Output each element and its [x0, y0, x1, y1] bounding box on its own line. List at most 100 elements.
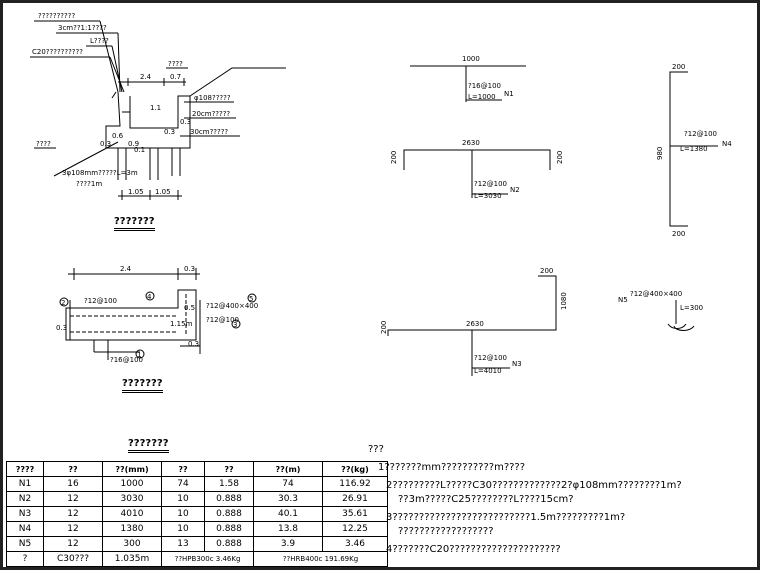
table-cell: ?	[6, 551, 44, 567]
plan-view: 2.4 0.3 ?12@100 ?12@400×400 ?12@100 ?16@…	[56, 265, 258, 364]
n4-side: 980	[656, 147, 664, 160]
n1-label: ?16@100	[468, 82, 501, 90]
note-line: 2?????????L?????C30?????????????2?φ108mm…	[386, 480, 682, 491]
col-header: ????	[6, 461, 44, 477]
n5-len: L=300	[680, 304, 703, 312]
table-cell: C30???	[43, 551, 103, 567]
table-cell: 1.58	[204, 476, 254, 492]
side-dim: 1.15m	[170, 320, 193, 328]
callout-text: L????	[90, 37, 109, 45]
table-cell: ??HPB300c 3.46Kg	[161, 551, 254, 567]
table-row: N4 12 1380 10 0.888 13.8 12.25	[6, 521, 388, 537]
n3-label: ?12@100	[474, 354, 507, 362]
table-cell: N2	[6, 491, 44, 507]
table-cell: 4010	[102, 506, 162, 522]
n3-bottom: 2630	[466, 320, 484, 328]
n4-bottom: 200	[672, 230, 685, 238]
n2-left: 200	[390, 151, 398, 164]
n1-top: 1000	[462, 55, 480, 63]
plan-title: ???????	[122, 378, 163, 393]
marker-number: 2	[61, 299, 65, 307]
n2-right: 200	[556, 151, 564, 164]
plan-label: ?12@100	[206, 316, 239, 324]
table-cell: ??HRB400c 191.69Kg	[253, 551, 388, 567]
table-cell: 12	[43, 536, 103, 552]
left-label: ????	[36, 140, 51, 148]
table-cell: 0.888	[204, 521, 254, 537]
rebar-details: 1000 ?16@100 L=1000 N1 2630 200 200 ?12@…	[380, 55, 732, 376]
n4-len: L=1380	[680, 145, 708, 153]
table-cell: 74	[161, 476, 205, 492]
table-footer-row: ? C30??? 1.035m ??HPB300c 3.46Kg ??HRB40…	[6, 551, 388, 567]
pile-label: 3φ108mm?????L=3m	[62, 169, 138, 177]
note-line: 1???????mm??????????m????	[378, 462, 526, 473]
dim-text: 2.4	[120, 265, 132, 273]
n3-side: 1080	[560, 292, 568, 310]
table-row: N5 12 300 13 0.888 3.9 3.46	[6, 536, 388, 552]
callout-text: C20??????????	[32, 48, 83, 56]
road-label: ????	[168, 60, 183, 68]
mini-dim: 0.3	[100, 140, 111, 148]
marker-number: 5	[249, 295, 253, 303]
table-cell: 1.035m	[102, 551, 162, 567]
pile-note: ????1m	[76, 180, 102, 188]
mini-dim: 1.1	[150, 104, 161, 112]
section-title: ???????	[114, 216, 155, 231]
note-line: ??3m?????C25????????L????15cm?	[398, 494, 574, 505]
table-cell: 10	[161, 491, 205, 507]
cross-section-view: ?????????? 3cm??1:1???? L???? C20???????…	[30, 12, 286, 200]
side-dim: 0.3	[56, 324, 67, 332]
dim-text: 2.4	[140, 73, 152, 81]
table-cell: 40.1	[253, 506, 323, 522]
n4-top: 200	[672, 63, 685, 71]
col-header: ??	[204, 461, 254, 477]
n3-len: L=4010	[474, 367, 502, 375]
n1-id: N1	[504, 90, 514, 98]
callout-text: 3cm??1:1????	[58, 24, 107, 32]
table-row: N3 12 4010 10 0.888 40.1 35.61	[6, 506, 388, 522]
rebar-label: φ108?????	[194, 94, 231, 102]
table-cell: 0.888	[204, 491, 254, 507]
n4-id: N4	[722, 140, 732, 148]
side-dim: 0.3	[188, 340, 199, 348]
n2-label: ?12@100	[474, 180, 507, 188]
notes-title: ???	[368, 444, 384, 455]
table-cell: 300	[102, 536, 162, 552]
table-title: ???????	[128, 438, 169, 453]
table-header-row: ???? ?? ??(mm) ?? ?? ??(m) ??(kg)	[6, 461, 388, 477]
table-cell: 0.888	[204, 536, 254, 552]
n5-id: N5	[618, 296, 628, 304]
plan-label: ?16@100	[110, 356, 143, 364]
dim-text: 1.05	[155, 188, 171, 196]
n2-top: 2630	[462, 139, 480, 147]
rebar-label: 30cm?????	[190, 128, 228, 136]
n5-label: ?12@400×400	[630, 290, 682, 298]
table-cell: 12	[43, 491, 103, 507]
mini-dim: 0.6	[112, 132, 124, 140]
col-header: ??(mm)	[102, 461, 162, 477]
plan-label: ?12@100	[84, 297, 117, 305]
table-cell: 1000	[102, 476, 162, 492]
note-line: ??????????????????	[398, 526, 494, 537]
table-cell: 3030	[102, 491, 162, 507]
quantity-table: ???? ?? ??(mm) ?? ?? ??(m) ??(kg) N1 16 …	[6, 461, 388, 567]
n3-left: 200	[380, 321, 388, 334]
table-cell: 10	[161, 521, 205, 537]
marker-number: 4	[147, 293, 152, 301]
table-cell: 16	[43, 476, 103, 492]
table-cell: N1	[6, 476, 44, 492]
table-cell: 30.3	[253, 491, 323, 507]
mini-dim: 0.9	[128, 140, 139, 148]
table-row: N1 16 1000 74 1.58 74 116.92	[6, 476, 388, 492]
col-header: ??(m)	[253, 461, 323, 477]
mini-dim: 0.1	[134, 146, 145, 154]
callout-text: ??????????	[38, 12, 75, 20]
table-cell: N5	[6, 536, 44, 552]
dim-text: 0.7	[170, 73, 181, 81]
table-cell: N4	[6, 521, 44, 537]
table-cell: 1380	[102, 521, 162, 537]
rebar-label: 20cm?????	[192, 110, 230, 118]
table-cell: 74	[253, 476, 323, 492]
n2-id: N2	[510, 186, 520, 194]
note-line: 3??????????????????????????1.5m?????????…	[386, 512, 626, 523]
